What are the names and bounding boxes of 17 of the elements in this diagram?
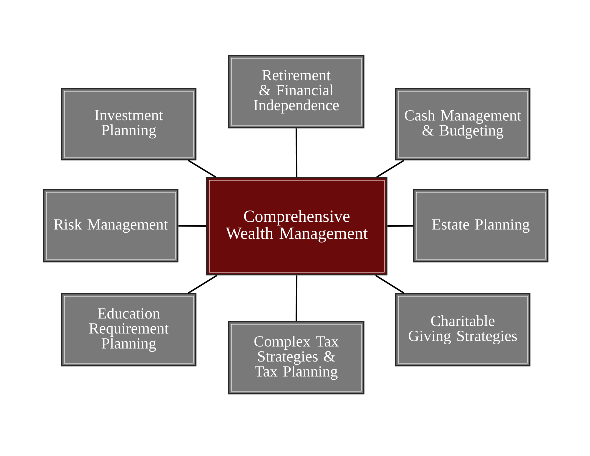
topic-box: Cash Management & Budgeting	[395, 88, 531, 161]
topic-box: Risk Management	[43, 189, 179, 263]
topic-box: Charitable Giving Strategies	[395, 293, 531, 367]
connector-line	[296, 128, 298, 178]
connector-line	[375, 275, 405, 294]
topic-box: Investment Planning	[61, 88, 197, 161]
connector-line	[296, 276, 298, 322]
connector-line	[376, 160, 405, 178]
connector-line	[188, 160, 216, 178]
connector-line	[188, 275, 218, 294]
connector-line	[388, 225, 414, 227]
topic-box: Education Requirement Planning	[61, 293, 197, 367]
topic-box: Retirement & Financial Independence	[228, 55, 365, 129]
topic-box: Complex Tax Strategies & Tax Planning	[228, 321, 365, 395]
center-box: Comprehensive Wealth Management	[206, 177, 388, 276]
connector-line	[178, 225, 206, 227]
topic-box: Estate Planning	[413, 189, 549, 263]
